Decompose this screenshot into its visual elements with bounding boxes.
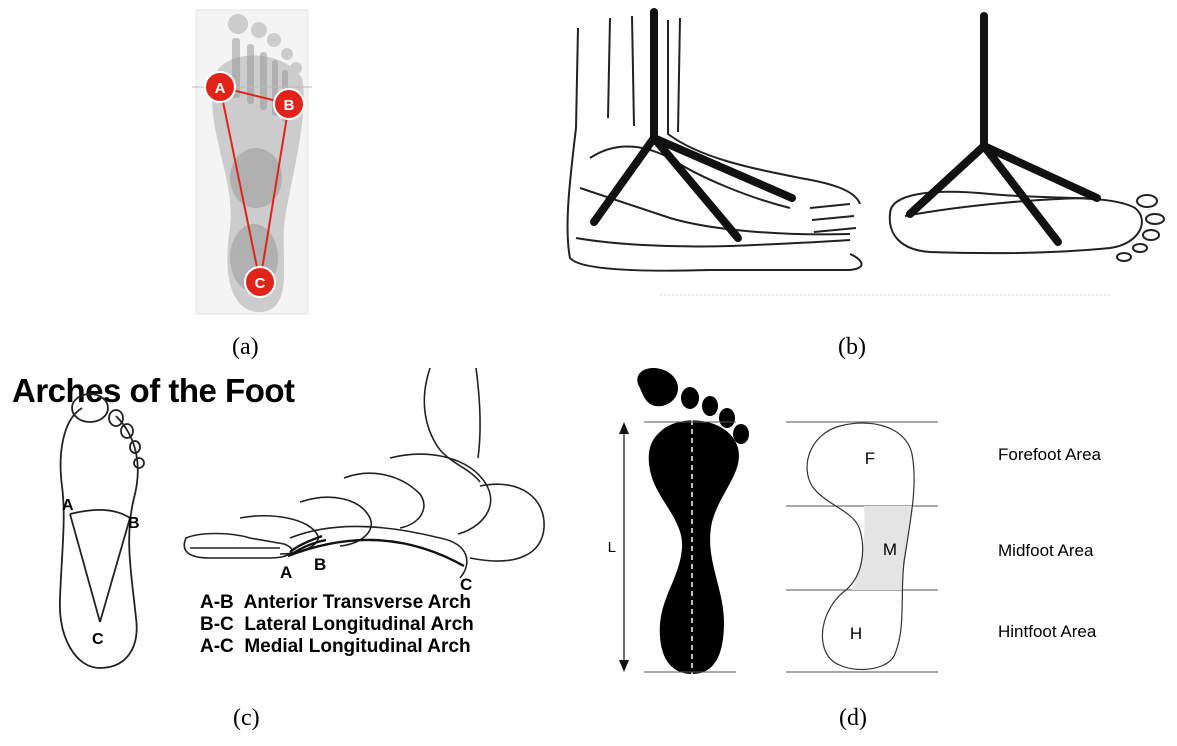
plantar-arch-triangle bbox=[70, 510, 130, 622]
medial-label-b: B bbox=[314, 555, 326, 574]
svg-text:C: C bbox=[255, 275, 266, 292]
hintfoot-area-label: Hintfoot Area bbox=[998, 622, 1097, 641]
caption-a: (a) bbox=[232, 334, 259, 361]
plantar-label-a: A bbox=[62, 497, 74, 514]
side-view-foot-drawing bbox=[568, 16, 862, 271]
plantar-label-b: B bbox=[128, 515, 140, 532]
svg-text:B: B bbox=[284, 97, 295, 114]
zone-h-label: H bbox=[850, 624, 862, 643]
marker-b: B bbox=[274, 89, 304, 119]
marker-c: C bbox=[245, 267, 275, 297]
midfoot-area-label: Midfoot Area bbox=[998, 541, 1094, 560]
legend-anterior-transverse: A-B Anterior Transverse Arch bbox=[200, 592, 471, 613]
arch-legend: A-B Anterior Transverse Arch B-C Lateral… bbox=[200, 592, 474, 657]
panel-b-foot-tripod bbox=[550, 8, 1177, 308]
legend-medial-longitudinal: A-C Medial Longitudinal Arch bbox=[200, 636, 471, 657]
panel-d-foot-areas: L F M H Forefoot Area Midfoot Area Hintf… bbox=[600, 362, 1160, 682]
panel-c-title: Arches of the Foot bbox=[12, 372, 295, 409]
svg-text:A: A bbox=[215, 80, 226, 97]
length-label: L bbox=[608, 539, 616, 556]
zone-m-label: M bbox=[883, 540, 897, 559]
black-footprint bbox=[637, 368, 749, 674]
side-view-tripod-lines bbox=[594, 12, 792, 238]
medial-label-a: A bbox=[280, 563, 292, 582]
caption-c: (c) bbox=[233, 705, 260, 732]
panel-a-foot-triangle: A B C bbox=[192, 8, 312, 318]
footprint-tripod-lines bbox=[910, 16, 1097, 242]
caption-b: (b) bbox=[838, 334, 866, 361]
forefoot-area-label: Forefoot Area bbox=[998, 445, 1102, 464]
length-dimension bbox=[619, 422, 629, 672]
marker-a: A bbox=[205, 72, 235, 102]
panel-c-arches-of-foot: Arches of the Foot A B C A B C A-B An bbox=[0, 368, 560, 688]
legend-lateral-longitudinal: B-C Lateral Longitudinal Arch bbox=[200, 614, 474, 635]
zone-f-label: F bbox=[865, 449, 875, 468]
plantar-label-c: C bbox=[92, 631, 104, 648]
caption-d: (d) bbox=[839, 705, 867, 732]
